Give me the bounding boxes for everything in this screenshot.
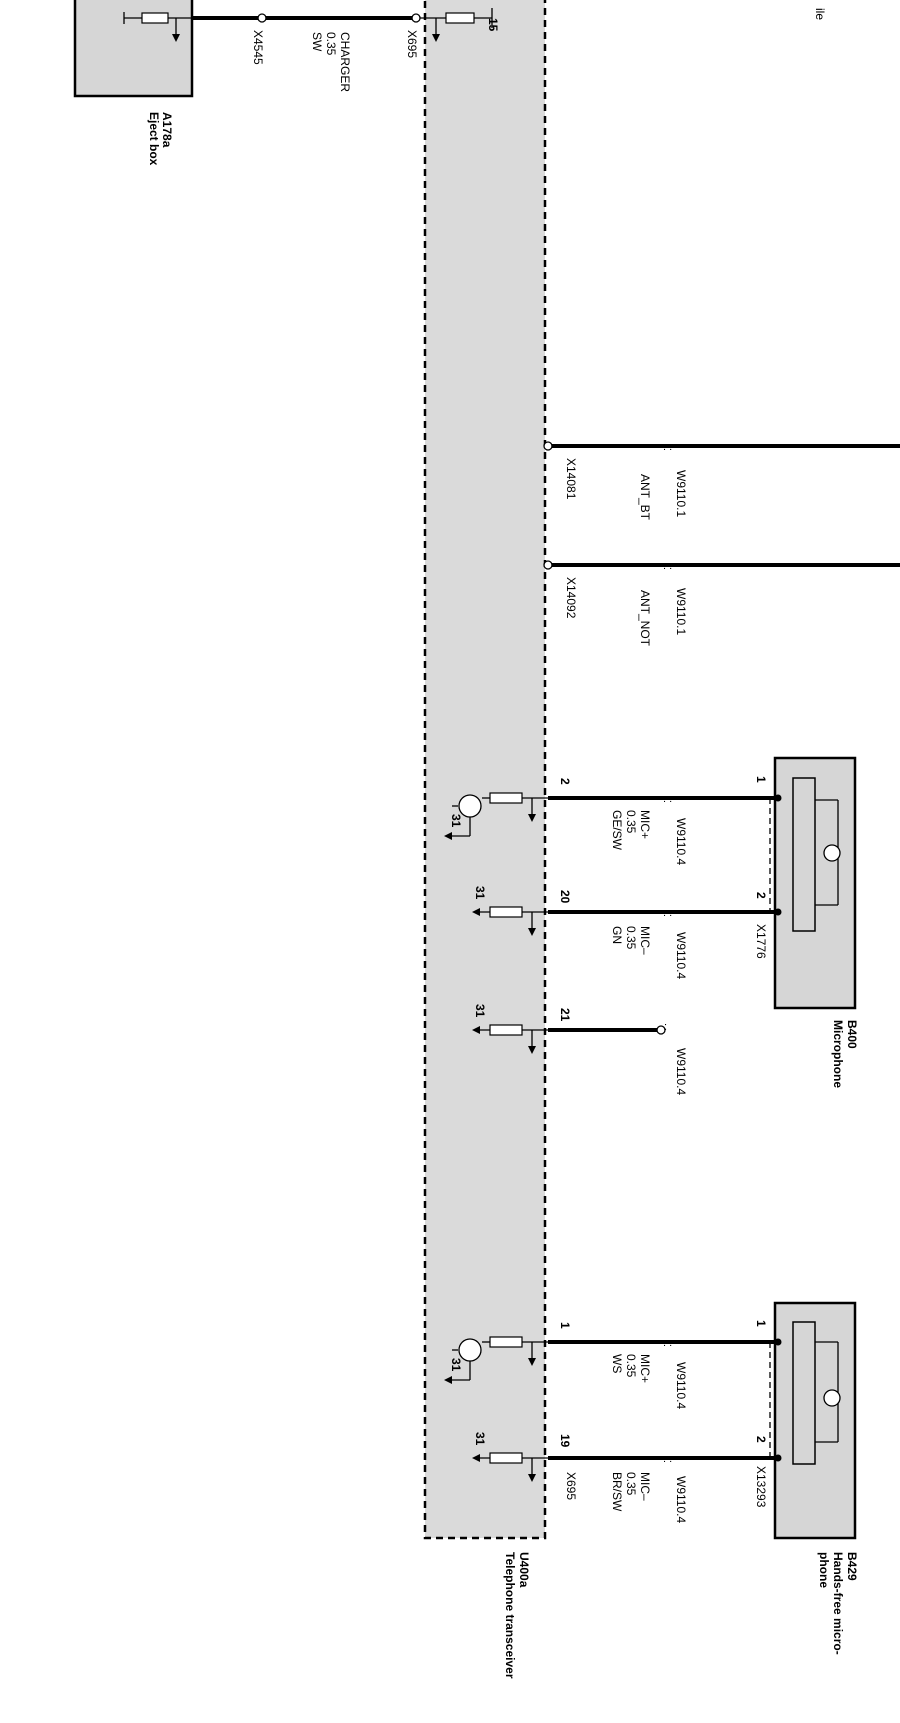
microphone-id: B400 bbox=[845, 1020, 859, 1049]
hf-device-pin-1: 1 bbox=[754, 1320, 768, 1327]
x13293-label: X13293 bbox=[754, 1466, 768, 1508]
hf-mic-plus-gauge: 0.35 bbox=[624, 1354, 638, 1378]
pin-1-label: 1 bbox=[558, 1322, 572, 1329]
mic-minus-gauge: 0.35 bbox=[624, 926, 638, 950]
handsfree-capsule-icon bbox=[823, 1389, 841, 1407]
microphone-element bbox=[792, 777, 816, 932]
charger-color: SW bbox=[310, 32, 324, 52]
charger-pin-label: 15 bbox=[486, 18, 500, 32]
dashbreak-icon: : : bbox=[663, 560, 672, 572]
mic-minus-harness: W9110.4 bbox=[674, 932, 688, 979]
x14081-label: X14081 bbox=[564, 458, 578, 500]
hf-mic-plus-color: WS bbox=[610, 1354, 624, 1373]
mic-plus-gauge: 0.35 bbox=[624, 810, 638, 834]
mic-device-pin-1: 1 bbox=[754, 776, 768, 783]
ground-31-label: 31 bbox=[473, 1432, 487, 1446]
hf-mic-plus-signal: MIC+ bbox=[638, 1354, 652, 1383]
x695-charger-label: X695 bbox=[405, 30, 419, 58]
dashbreak-icon: : : bbox=[663, 441, 672, 453]
mic-minus-color: GN bbox=[610, 926, 624, 944]
pin2-transistor-stage bbox=[444, 792, 548, 840]
pin-19-label: 19 bbox=[558, 1434, 572, 1448]
pin20-resistor-stage bbox=[472, 906, 548, 936]
charger-signal: CHARGER bbox=[338, 32, 352, 92]
ground-31-label: 31 bbox=[449, 814, 463, 828]
x14081-connector bbox=[543, 441, 553, 451]
pin-20-label: 20 bbox=[558, 890, 572, 904]
hf-mic-plus-harness: W9110.4 bbox=[674, 1362, 688, 1409]
hf-mic-minus-harness: W9110.4 bbox=[674, 1476, 688, 1523]
transceiver-id: U400a bbox=[517, 1552, 531, 1588]
mic-device-pin-2: 2 bbox=[754, 892, 768, 899]
svg-text:: :: : : bbox=[663, 1453, 672, 1465]
microphone-capsule-icon bbox=[823, 844, 841, 862]
hf-mic-minus-signal: MIC– bbox=[638, 1472, 652, 1501]
pin21-harness: W9110.4 bbox=[674, 1048, 688, 1095]
ant-bt-signal: ANT_BT bbox=[638, 474, 652, 521]
charger-gauge: 0.35 bbox=[324, 32, 338, 56]
eject-box bbox=[73, 0, 194, 98]
hf-mic-minus-color: BR/SW bbox=[610, 1472, 624, 1512]
hf-device-pin-2: 2 bbox=[754, 1436, 768, 1443]
ground-31-label: 31 bbox=[473, 1004, 487, 1018]
x4545-connector bbox=[257, 13, 267, 23]
hf-mic-minus-gauge: 0.35 bbox=[624, 1472, 638, 1496]
mic-plus-color: GE/SW bbox=[610, 810, 624, 851]
x695-label: X695 bbox=[564, 1472, 578, 1500]
ground-31-label: 31 bbox=[473, 886, 487, 900]
handsfree-name-line1: Hands-free micro- bbox=[831, 1552, 845, 1655]
eject-box-name: Eject box bbox=[147, 112, 161, 166]
pin1-transistor-stage bbox=[444, 1336, 548, 1384]
pin21-open-end bbox=[656, 1025, 666, 1035]
ant-bt-harness: W9110.1 bbox=[674, 470, 688, 517]
x4545-label: X4545 bbox=[251, 30, 265, 65]
svg-text::: : bbox=[664, 1021, 667, 1033]
pin-21-label: 21 bbox=[558, 1008, 572, 1022]
transceiver-name: Telephone transceiver bbox=[503, 1552, 517, 1679]
ground-31-label: 31 bbox=[449, 1358, 463, 1372]
x1776-label: X1776 bbox=[754, 924, 768, 959]
svg-text:: :: : : bbox=[663, 793, 672, 805]
handsfree-element bbox=[792, 1321, 816, 1465]
x695-charger-connector bbox=[411, 13, 421, 23]
svg-text:: :: : : bbox=[663, 1337, 672, 1349]
charger-pin-resistor bbox=[420, 8, 493, 42]
microphone-name: Microphone bbox=[831, 1020, 845, 1088]
svg-text:: :: : : bbox=[663, 907, 672, 919]
x14092-connector bbox=[543, 560, 553, 570]
ant-not-signal: ANT_NOT bbox=[638, 590, 652, 647]
mic-plus-signal: MIC+ bbox=[638, 810, 652, 839]
handsfree-name-line2: phone bbox=[817, 1552, 831, 1588]
pin19-resistor-stage bbox=[472, 1452, 548, 1482]
pin-2-label: 2 bbox=[558, 778, 572, 785]
telephone-transceiver-box bbox=[423, 0, 547, 1540]
eject-box-resistor bbox=[123, 12, 192, 42]
top-right-fragment: ile bbox=[813, 8, 827, 20]
x14092-label: X14092 bbox=[564, 577, 578, 619]
eject-box-id: A178a bbox=[160, 112, 174, 148]
pin21-resistor-stage bbox=[472, 1024, 548, 1054]
mic-minus-signal: MIC– bbox=[638, 926, 652, 955]
handsfree-id: B429 bbox=[845, 1552, 859, 1581]
mic-plus-harness: W9110.4 bbox=[674, 818, 688, 865]
ant-not-harness: W9110.1 bbox=[674, 588, 688, 635]
